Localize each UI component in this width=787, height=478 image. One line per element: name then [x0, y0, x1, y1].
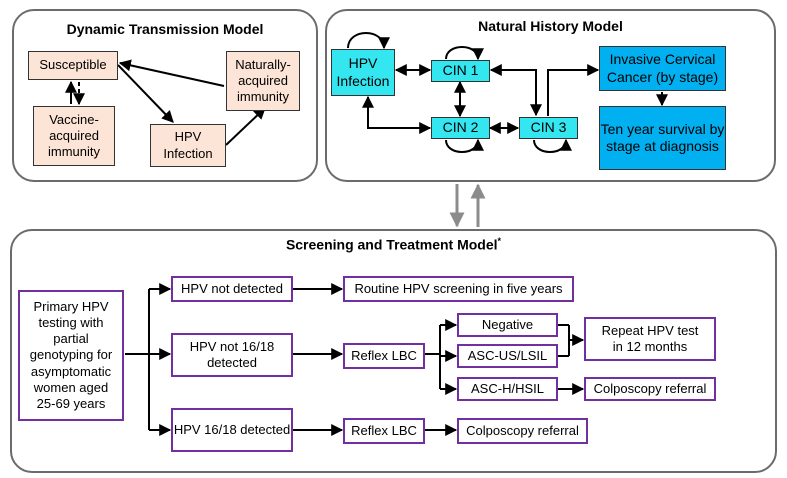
- reflex-lbc-box-1: Reflex LBC: [343, 343, 425, 369]
- repeat-hpv-test-box: Repeat HPV test in 12 months: [584, 317, 716, 361]
- arrow-cin3-invasive: [547, 64, 600, 116]
- hpv-not-detected-box: HPV not detected: [171, 276, 293, 302]
- vaccine-acquired-immunity-box: Vaccine-acquired immunity: [33, 106, 115, 166]
- hpv-infection-box: HPV Infection: [150, 124, 226, 167]
- dynamic-model-title: Dynamic Transmission Model: [66, 21, 264, 37]
- loop-hpv-infection: [347, 32, 390, 50]
- cin2-box: CIN 2: [431, 117, 490, 139]
- arrow-natural-immunity-to-susceptible: [118, 59, 225, 87]
- loop-cin2: [445, 138, 484, 153]
- hpv-1618-box: HPV 16/18 detected: [171, 408, 293, 452]
- colposcopy-referral-box-2: Colposcopy referral: [457, 418, 588, 444]
- arrow-hpv-to-natural-immunity: [225, 107, 266, 146]
- screening-title-mark: *: [497, 236, 502, 246]
- arrow-susceptible-to-hpv: [117, 64, 174, 123]
- arrow-cin1-cin3: [489, 64, 542, 117]
- asch-hsil-box: ASC-H/HSIL: [457, 377, 558, 401]
- naturally-acquired-immunity-box: Naturally-acquired immunity: [226, 51, 300, 111]
- arrow-hpv-cin2: [362, 95, 432, 134]
- primary-hpv-testing-box: Primary HPV testing with partial genotyp…: [18, 290, 124, 421]
- ascus-lsil-box: ASC-US/LSIL: [457, 344, 558, 368]
- cin1-box: CIN 1: [431, 60, 490, 82]
- routine-screening-box: Routine HPV screening in five years: [343, 276, 574, 302]
- invasive-cancer-box: Invasive Cervical Cancer (by stage): [599, 46, 726, 91]
- screening-model-title: Screening and Treatment Model*: [10, 236, 777, 253]
- natural-model-title: Natural History Model: [478, 18, 623, 34]
- susceptible-box: Susceptible: [28, 51, 118, 80]
- negative-box: Negative: [457, 313, 558, 337]
- cin3-box: CIN 3: [519, 117, 578, 139]
- hpv-not-1618-box: HPV not 16/18 detected: [171, 333, 293, 377]
- loop-cin1: [445, 46, 484, 61]
- nh-hpv-infection-box: HPV Infection: [331, 49, 395, 96]
- loop-cin3: [533, 138, 572, 153]
- screening-title-text: Screening and Treatment Model: [285, 236, 498, 253]
- survival-box: Ten year survival by stage at diagnosis: [599, 106, 726, 170]
- reflex-lbc-box-2: Reflex LBC: [343, 418, 425, 444]
- colposcopy-referral-box-1: Colposcopy referral: [584, 377, 716, 401]
